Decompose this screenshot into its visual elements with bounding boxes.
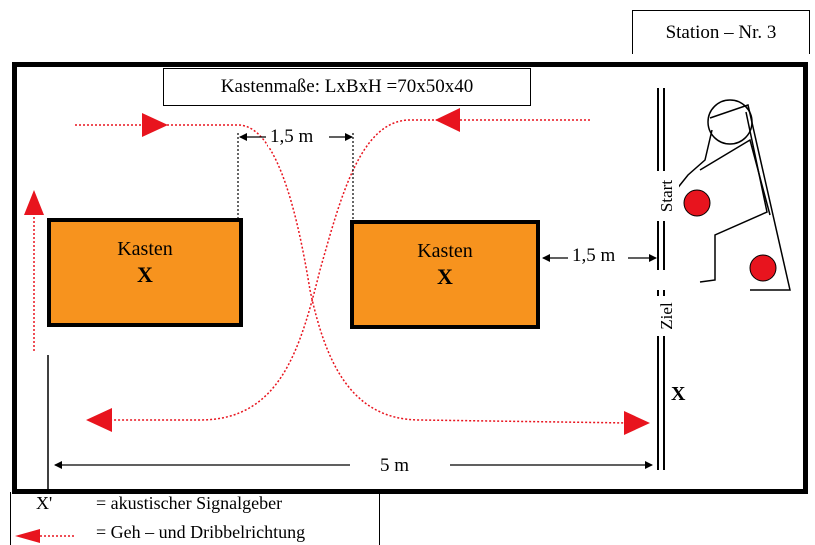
arrowhead-up-left <box>24 190 44 215</box>
legend-signal-symbol: X' <box>36 493 53 513</box>
legend-direction-text: = Geh – und Dribbelrichtung <box>96 522 306 542</box>
ball-icon-1 <box>683 189 711 217</box>
start-goal-line <box>657 88 665 470</box>
total-distance-label: 5 m <box>378 455 412 477</box>
box-kasten-1: Kasten X <box>47 218 243 327</box>
start-label: Start <box>657 171 679 221</box>
box-dimensions-label: Kastenmaße: LxBxH =70x50x40 <box>163 68 531 106</box>
box-label: Kasten <box>417 240 473 262</box>
arrowhead-right-top <box>142 113 168 137</box>
ball-icon-2 <box>749 254 777 282</box>
signal-mark: X <box>671 383 686 405</box>
player-figure-icon <box>675 99 791 291</box>
field-border <box>12 62 808 494</box>
box-mark: X <box>437 264 453 289</box>
distance-between-boxes-label: 1,5 m <box>268 126 316 148</box>
direction-arrowheads <box>24 108 650 435</box>
arrowhead-left-top <box>435 108 460 132</box>
legend-arrowhead <box>15 529 40 543</box>
legend-signal-text: = akustischer Signalgeber <box>96 493 283 513</box>
distance-to-line-label: 1,5 m <box>570 245 618 267</box>
arrowhead-right-bottom <box>624 411 650 435</box>
goal-label: Ziel <box>657 296 679 336</box>
arrowhead-left-bottom <box>86 408 112 432</box>
box-kasten-2: Kasten X <box>350 220 540 329</box>
box-mark: X <box>137 262 153 287</box>
box-label: Kasten <box>117 238 173 260</box>
station-label: Station – Nr. 3 <box>632 10 810 54</box>
legend <box>10 492 380 545</box>
walk-path <box>75 119 631 424</box>
